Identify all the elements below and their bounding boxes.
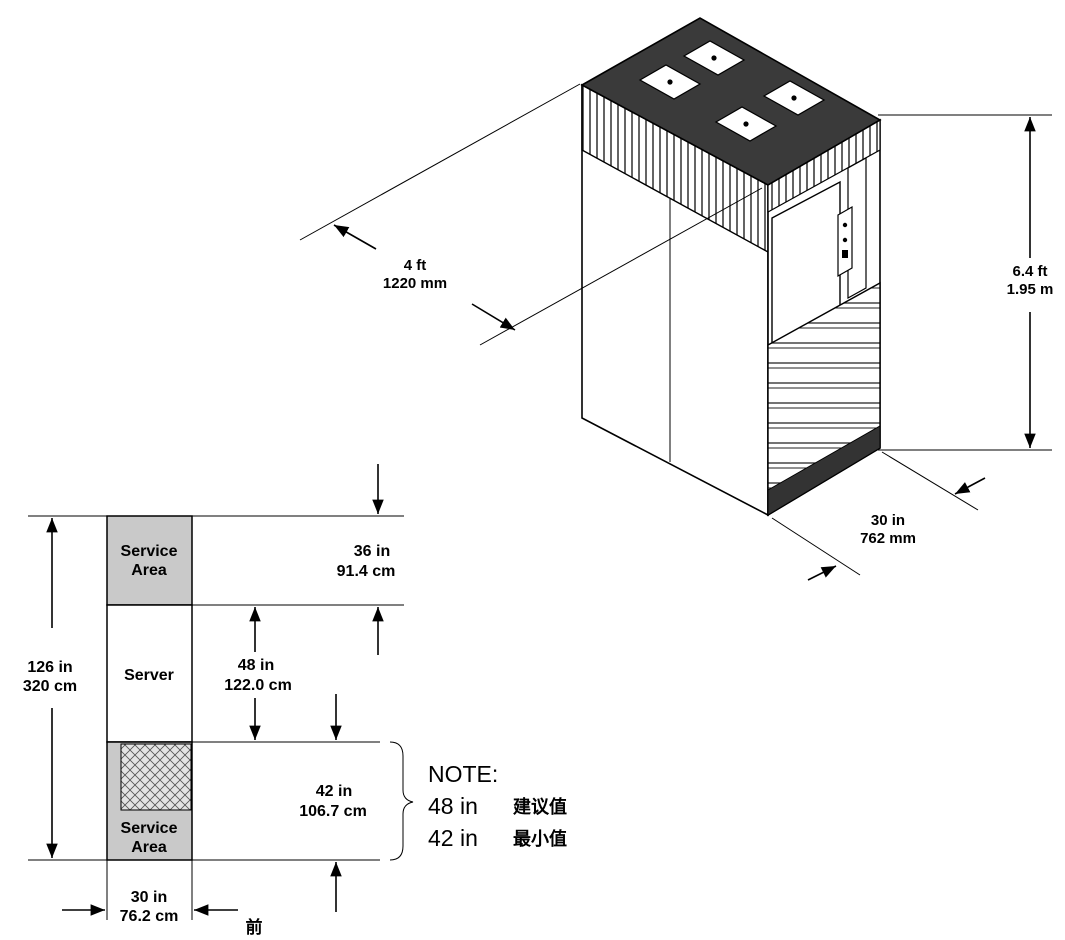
height-dimension: 6.4 ft 1.95 m (878, 114, 1054, 451)
width-label-mm: 762 mm (860, 530, 916, 547)
cabinet-top (580, 17, 882, 186)
height-label-m: 1.95 m (1007, 281, 1054, 298)
server-depth-in: 48 in (238, 657, 274, 674)
server-label: Server (124, 667, 174, 684)
front-marker: 前 (246, 917, 263, 938)
note-brace (389, 741, 414, 861)
width-label-in: 30 in (871, 512, 905, 529)
note-row-1-value: 48 in (428, 793, 478, 819)
server-footprint (106, 604, 193, 743)
footprint-width-cm: 76.2 cm (120, 908, 179, 925)
rear-clearance-cm: 91.4 cm (337, 563, 396, 580)
fan-modules (638, 40, 826, 142)
note-row-2-value: 42 in (428, 825, 478, 851)
depth-label-ft: 4 ft (404, 257, 427, 274)
rear-service-label-1: Service (121, 543, 178, 560)
control-panel (837, 205, 853, 278)
hatched-area (120, 743, 192, 811)
depth-label-mm: 1220 mm (383, 275, 447, 292)
total-depth-cm: 320 cm (23, 678, 77, 695)
note-block: NOTE: 48 in 建议值 42 in 最小值 (428, 761, 567, 851)
depth-dimension: 4 ft 1220 mm (299, 83, 763, 346)
footprint-width-in: 30 in (131, 889, 167, 906)
floor-plan: Service Area Server Service Area 126 in … (23, 464, 414, 938)
front-service-label-2: Area (131, 839, 167, 856)
front-clearance-in: 42 in (316, 783, 352, 800)
height-label-ft: 6.4 ft (1012, 263, 1047, 280)
note-title: NOTE: (428, 761, 498, 787)
width-dimension: 30 in 762 mm (771, 451, 986, 581)
server-cabinet-drawing (580, 17, 882, 517)
rear-service-area (106, 515, 193, 606)
front-clearance-cm: 106.7 cm (299, 803, 367, 820)
front-service-label-1: Service (121, 820, 178, 837)
server-depth-cm: 122.0 cm (224, 677, 292, 694)
total-depth-in: 126 in (27, 659, 72, 676)
note-row-2-text: 最小值 (513, 828, 567, 850)
rear-clearance-in: 36 in (354, 543, 390, 560)
rear-service-label-2: Area (131, 562, 167, 579)
note-row-1-text: 建议值 (513, 796, 567, 818)
